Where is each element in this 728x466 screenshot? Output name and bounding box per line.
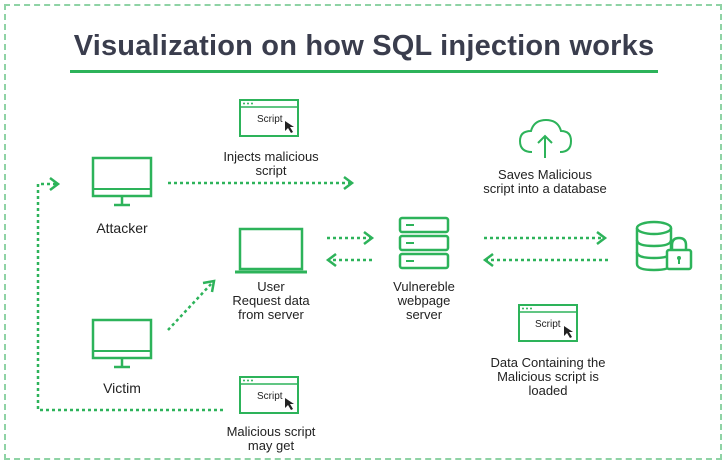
database-lock-icon bbox=[635, 220, 693, 272]
victim-label: Victim bbox=[103, 380, 141, 396]
script-text: Script bbox=[257, 391, 283, 402]
user-request-label: User Request data from server bbox=[232, 279, 310, 322]
saves-label: Saves Malicious script into a database bbox=[483, 167, 607, 196]
script-window-icon-bottom: Script bbox=[239, 376, 299, 414]
dashed-frame bbox=[4, 4, 722, 460]
cloud-upload-icon bbox=[518, 118, 573, 158]
attacker-monitor-icon bbox=[91, 156, 153, 207]
script-text: Script bbox=[535, 319, 561, 330]
data-containing-label: Data Containing the Malicious script is … bbox=[490, 355, 606, 398]
victim-monitor-icon bbox=[91, 318, 153, 369]
server-icon bbox=[398, 216, 450, 270]
arrow-loop-to-attacker bbox=[36, 182, 223, 412]
laptop-icon bbox=[235, 227, 307, 274]
page-title: Visualization on how SQL injection works bbox=[73, 30, 655, 62]
may-get-label: Malicious script may get bbox=[226, 424, 316, 453]
title-underline bbox=[70, 70, 658, 73]
script-window-icon-top: Script bbox=[239, 99, 299, 137]
attacker-label: Attacker bbox=[96, 220, 148, 236]
server-label: Vulnereble webpage server bbox=[393, 279, 455, 322]
script-text: Script bbox=[257, 114, 283, 125]
arrow-victim-to-laptop bbox=[167, 282, 213, 331]
script-window-icon-right: Script bbox=[518, 304, 578, 342]
injects-label: Injects malicious script bbox=[223, 149, 319, 178]
